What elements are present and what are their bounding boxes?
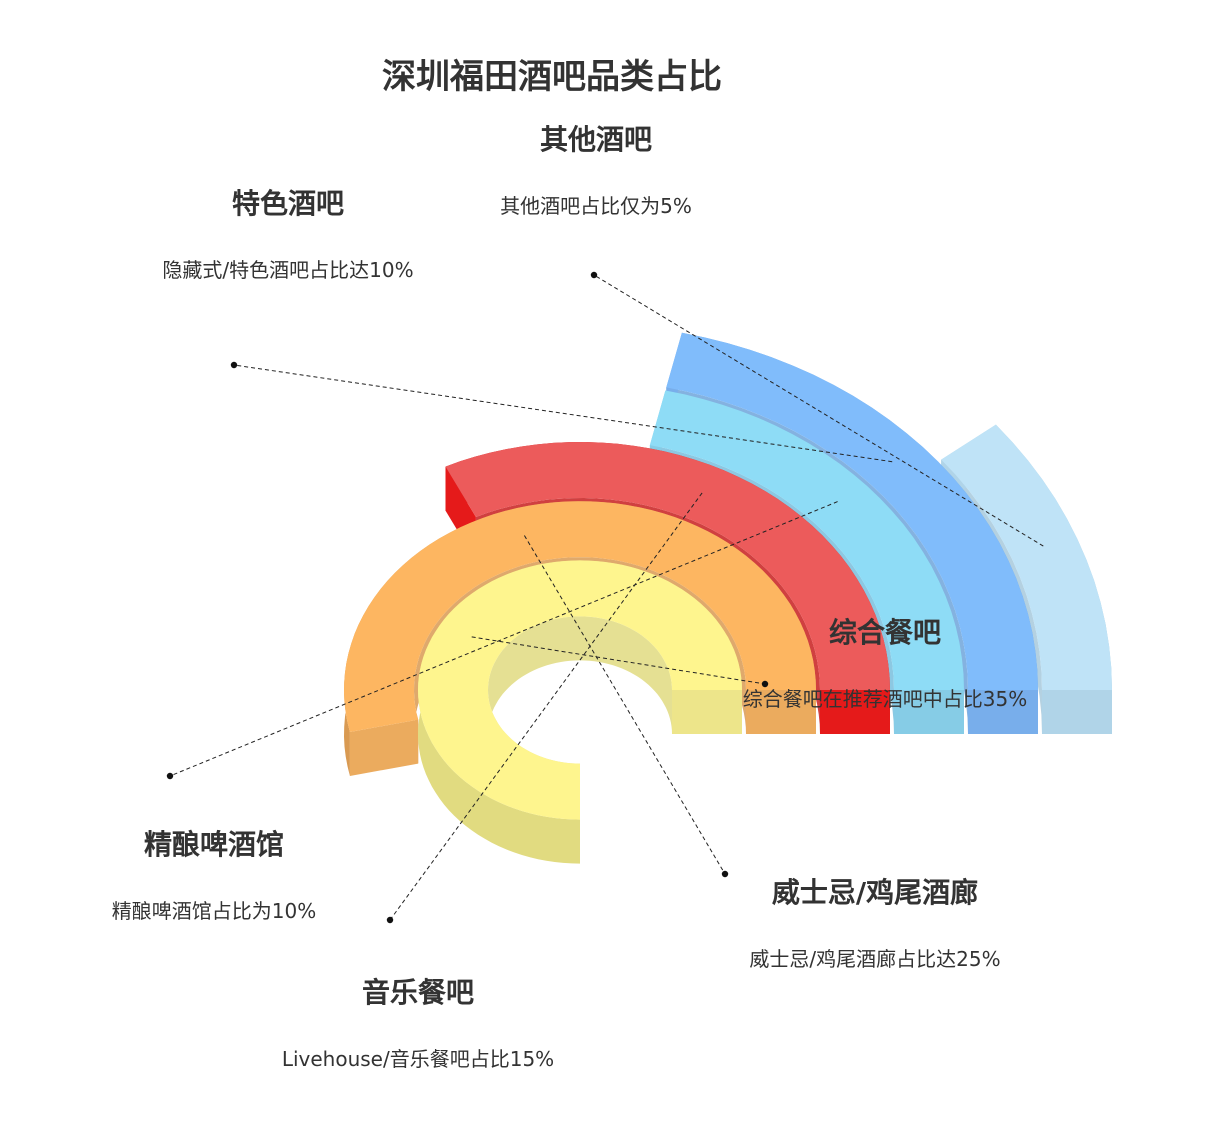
ring-1	[418, 560, 742, 864]
ring-end-cap	[349, 719, 419, 776]
category-description: 威士忌/鸡尾酒廊占比达25%	[749, 947, 1000, 971]
ring-top-face	[445, 442, 890, 690]
leader-line	[593, 274, 1044, 547]
category-label: 音乐餐吧	[362, 976, 474, 1009]
ring-top-face	[941, 424, 1112, 690]
leader-dot	[166, 772, 174, 780]
ring-start-cap	[672, 690, 742, 734]
leader-dot	[590, 271, 598, 279]
category-label: 精酿啤酒馆	[144, 828, 284, 861]
ring-top-face	[666, 332, 1038, 690]
chart-title: 深圳福田酒吧品类占比	[382, 57, 722, 97]
ring-start-cap	[894, 690, 964, 734]
leader-line	[523, 535, 726, 875]
rings-group	[344, 332, 1112, 864]
ring-start-cap	[968, 690, 1038, 734]
ring-top-face	[418, 560, 742, 820]
leader-dot	[761, 680, 769, 688]
category-label: 其他酒吧	[540, 123, 652, 156]
leader-dot	[230, 361, 238, 369]
leader-dot	[386, 916, 394, 924]
ring-top-face	[649, 390, 964, 690]
category-label: 特色酒吧	[232, 187, 344, 220]
ring-start-cap	[746, 690, 816, 734]
leader-lines-group	[166, 271, 1044, 924]
category-description: 综合餐吧在推荐酒吧中占比35%	[743, 687, 1027, 711]
category-description: 其他酒吧占比仅为5%	[500, 194, 692, 218]
category-label: 威士忌/鸡尾酒廊	[772, 876, 978, 909]
ring-start-cap	[1042, 690, 1112, 734]
leader-line	[169, 501, 838, 777]
leader-line	[471, 636, 766, 685]
leader-dot	[721, 870, 729, 878]
category-description: 精酿啤酒馆占比为10%	[112, 899, 316, 923]
category-label: 综合餐吧	[829, 616, 941, 649]
leader-line	[233, 364, 893, 463]
category-description: 隐藏式/特色酒吧占比达10%	[162, 258, 413, 282]
ring-start-cap	[820, 690, 890, 734]
category-description: Livehouse/音乐餐吧占比15%	[282, 1047, 554, 1071]
